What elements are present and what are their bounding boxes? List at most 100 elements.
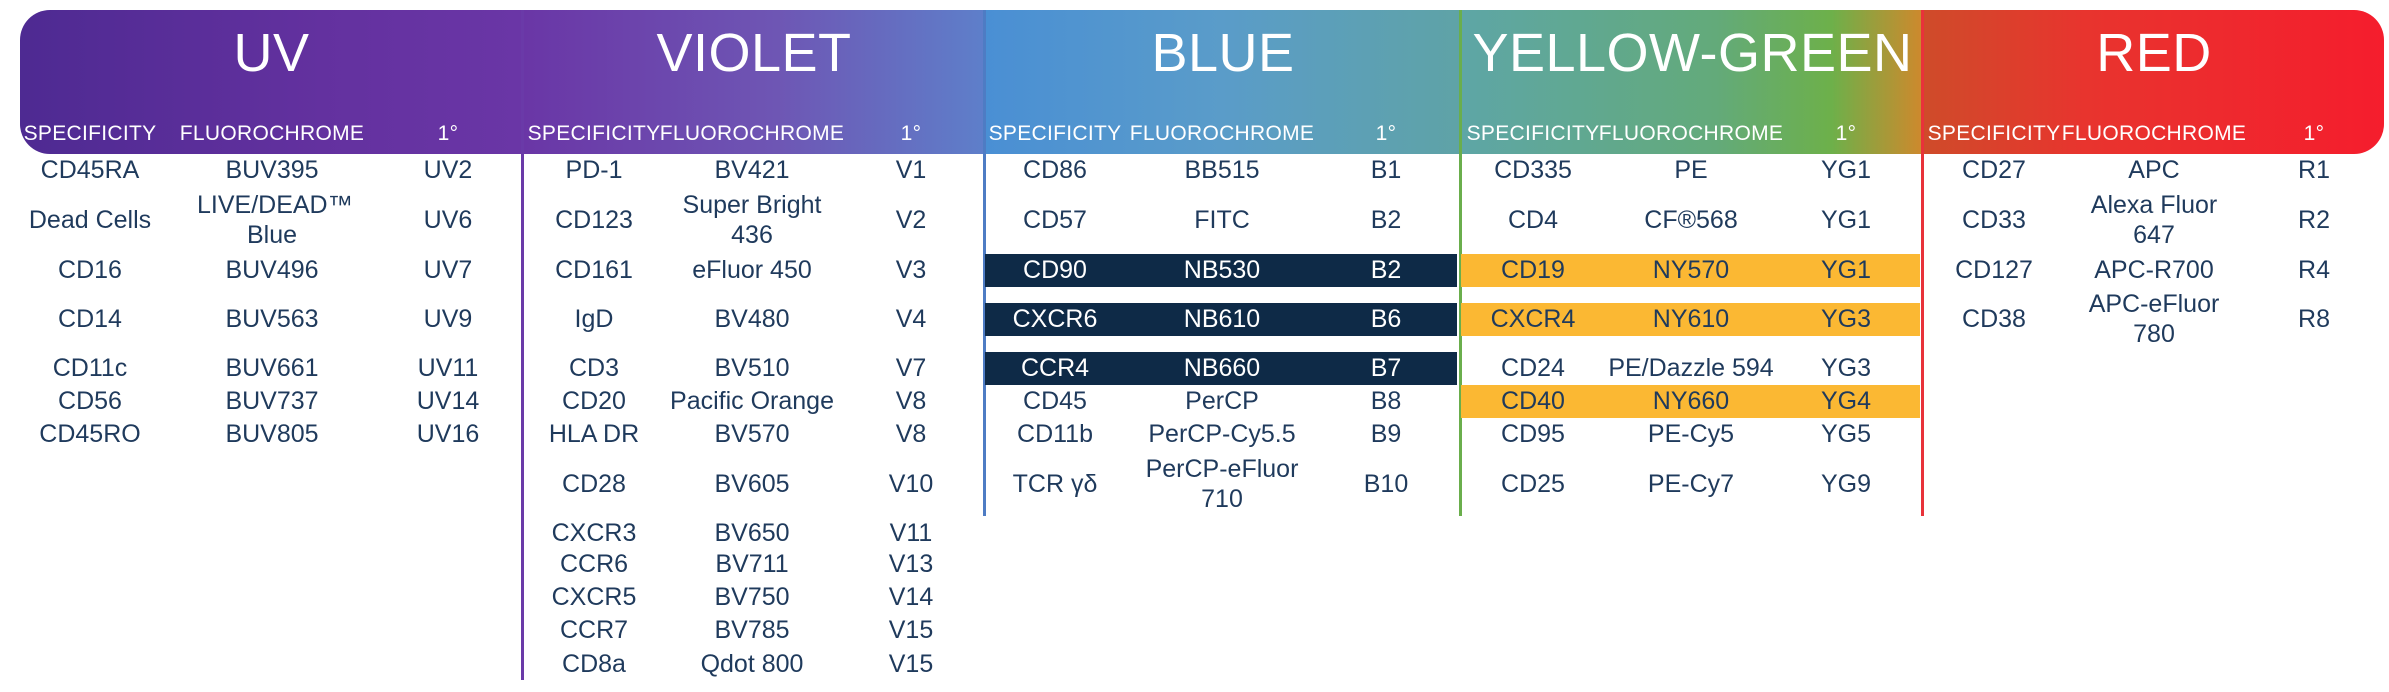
fluorochrome-cell: APC-eFluor 780 [2088,290,2220,348]
laser-channel-cell: V7 [895,354,927,382]
laser-channel-cell: V1 [895,156,927,184]
section-divider [1459,10,1462,516]
laser-channel-cell: YG4 [1820,387,1872,415]
fluorochrome-cell: APC-R700 [2094,256,2214,284]
laser-channel-cell: R2 [2298,206,2330,234]
specificity-cell: CD28 [562,470,626,498]
specificity-cell: CD86 [1023,156,1087,184]
fluorochrome-cell: PE [1674,156,1708,184]
laser-channel-cell: B7 [1370,354,1402,382]
highlighted-row-background [1461,253,1920,287]
laser-channel-cell: UV9 [423,305,473,333]
specificity-cell: CD95 [1501,420,1565,448]
laser-channel-cell: R4 [2298,256,2330,284]
highlighted-row-background [985,302,1457,336]
fluorochrome-cell: NY610 [1652,305,1730,333]
section-divider [983,10,986,516]
laser-channel-cell: V14 [888,583,934,611]
fluorochrome-header: FLUOROCHROME [2061,122,2247,145]
fluorochrome-cell: LIVE/DEAD™ Blue [197,191,353,249]
section-title: UV [233,23,310,83]
laser-channel-cell: V8 [895,420,927,448]
fluorochrome-cell: PE-Cy5 [1647,420,1735,448]
laser-channel-cell: V10 [888,470,934,498]
specificity-cell: CD11c [52,354,128,382]
fluorochrome-cell: CF®568 [1644,206,1738,234]
specificity-cell: CD20 [562,387,626,415]
fluorochrome-header: FLUOROCHROME [1598,122,1784,145]
fluorochrome-cell: eFluor 450 [692,256,812,284]
specificity-cell: CXCR6 [1012,305,1098,333]
specificity-cell: CD161 [555,256,633,284]
laser-channel-cell: UV7 [423,256,473,284]
fluorochrome-cell: NB660 [1183,354,1261,382]
specificity-cell: PD-1 [565,156,623,184]
fluorochrome-cell: Qdot 800 [700,650,804,678]
fluorochrome-cell: Alexa Fluor 647 [2090,191,2218,249]
laser-channel-cell: UV2 [423,156,473,184]
fluorochrome-cell: BV605 [714,470,790,498]
section-title: BLUE [1151,23,1295,83]
laser-channel-cell: YG3 [1820,305,1872,333]
laser-channel-cell: V2 [895,206,927,234]
laser-channel-cell: YG1 [1820,206,1872,234]
specificity-header: SPECIFICITY [988,122,1122,145]
fluorochrome-cell: BUV661 [225,354,319,382]
specificity-cell: CD56 [58,387,122,415]
section-title: RED [2096,23,2212,83]
specificity-cell: CD25 [1501,470,1565,498]
specificity-cell: CD90 [1023,256,1087,284]
specificity-cell: CD45RA [40,156,140,184]
specificity-header: SPECIFICITY [1927,122,2061,145]
specificity-cell: CXCR4 [1490,305,1576,333]
laser-channel-cell: B2 [1370,256,1402,284]
specificity-cell: CD335 [1494,156,1572,184]
laser-channel-cell: UV11 [417,354,479,382]
fluorochrome-cell: BUV805 [225,420,319,448]
specificity-cell: CD14 [58,305,122,333]
laser-channel-cell: UV6 [423,206,473,234]
fluorochrome-cell: PE-Cy7 [1647,470,1735,498]
fluorochrome-cell: PerCP [1185,387,1259,415]
laser-channel-cell: B9 [1370,420,1402,448]
specificity-header: SPECIFICITY [1466,122,1600,145]
fluorochrome-cell: FITC [1194,206,1250,234]
section-title: YELLOW-GREEN [1472,23,1913,83]
laser-channel-cell: YG5 [1820,420,1872,448]
fluorochrome-cell: PerCP-eFluor 710 [1145,455,1299,513]
specificity-cell: CD57 [1023,206,1087,234]
specificity-cell: CD11b [1017,420,1093,448]
specificity-cell: CCR4 [1020,354,1090,382]
specificity-cell: CD38 [1962,305,2026,333]
laser-channel-cell: R1 [2298,156,2330,184]
fluorochrome-cell: BB515 [1184,156,1260,184]
laser-channel-cell: V15 [888,650,934,678]
specificity-cell: CCR6 [559,550,629,578]
specificity-cell: CXCR3 [551,519,637,547]
specificity-cell: HLA DR [548,420,640,448]
specificity-cell: CD33 [1962,206,2026,234]
fluorochrome-cell: NB530 [1183,256,1261,284]
primary-laser-header: 1° [2303,122,2325,145]
fluorochrome-cell: BUV496 [225,256,319,284]
laser-channel-cell: B6 [1370,305,1402,333]
laser-channel-cell: V13 [888,550,934,578]
specificity-cell: CCR7 [559,616,629,644]
laser-channel-cell: B2 [1370,206,1402,234]
specificity-cell: CD45RO [39,420,141,448]
specificity-cell: CD45 [1023,387,1087,415]
fluorochrome-cell: BV510 [714,354,790,382]
specificity-cell: CD8a [562,650,626,678]
section-title: VIOLET [656,23,852,83]
specificity-cell: CD27 [1962,156,2026,184]
specificity-cell: CD123 [555,206,633,234]
highlighted-row-background [1461,302,1920,336]
specificity-cell: CD4 [1507,206,1559,234]
fluorochrome-cell: PE/Dazzle 594 [1608,354,1774,382]
specificity-header: SPECIFICITY [23,122,157,145]
specificity-cell: CD3 [568,354,620,382]
